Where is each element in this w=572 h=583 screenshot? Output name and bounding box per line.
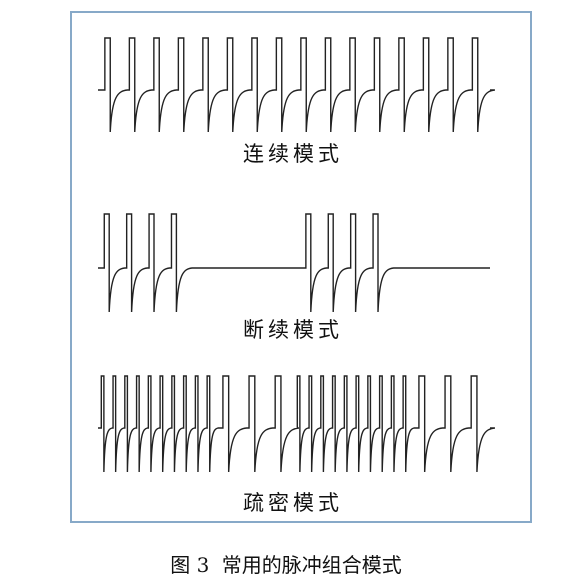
mode-label-dense-sparse: 疏密模式	[243, 491, 343, 515]
mode-label-continuous: 连续模式	[243, 142, 343, 166]
waveform-dense-sparse	[98, 375, 496, 473]
figure-caption: 图 3 常用的脉冲组合模式	[0, 549, 572, 578]
waveform-continuous	[98, 37, 495, 133]
figure-number: 图 3	[170, 553, 210, 577]
figure-frame	[70, 11, 532, 523]
waveform-intermittent	[98, 213, 490, 313]
figure-caption-text: 常用的脉冲组合模式	[221, 553, 402, 577]
mode-label-intermittent: 断续模式	[243, 318, 343, 342]
